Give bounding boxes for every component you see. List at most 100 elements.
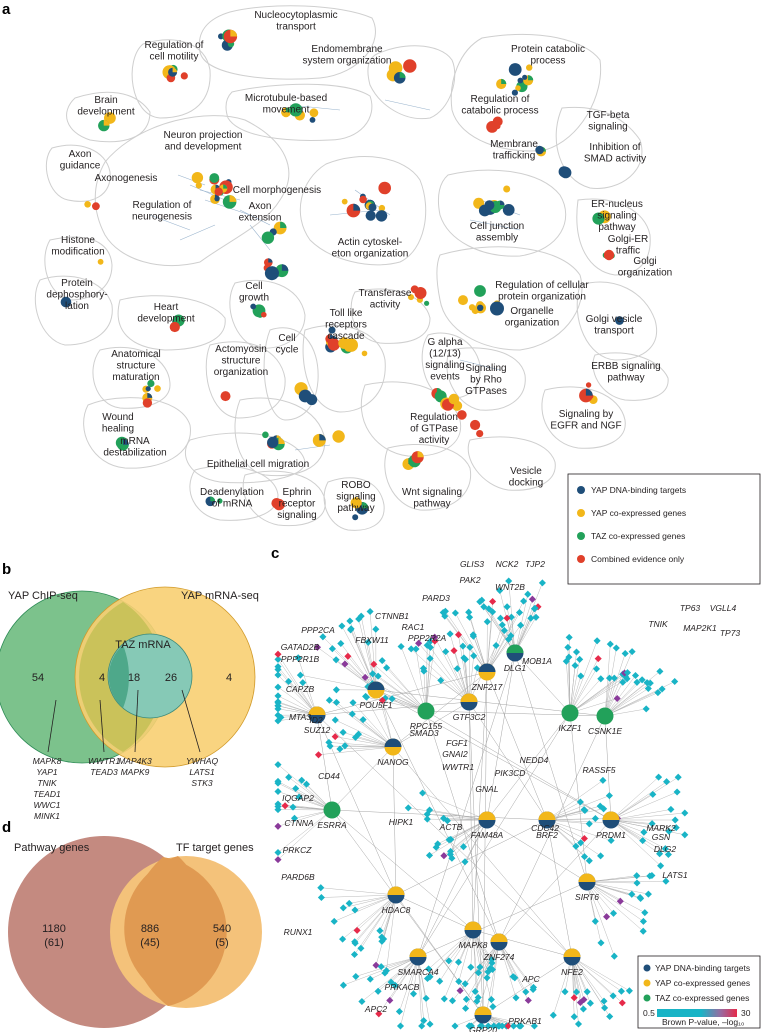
gene-label: FGF1 xyxy=(446,738,468,748)
network-edge xyxy=(369,611,377,691)
hub-label: PRDM1 xyxy=(596,830,626,840)
network-leaf xyxy=(597,939,605,947)
network-leaf xyxy=(454,631,463,639)
network-edge xyxy=(546,808,604,821)
network-leaf xyxy=(570,1013,578,1021)
gene-label: ACTB xyxy=(439,822,463,832)
network-leaf xyxy=(407,645,415,653)
network-leaf xyxy=(594,655,602,663)
network-edge xyxy=(546,819,573,958)
gene-label: MTA3 xyxy=(289,712,311,722)
network-leaf xyxy=(469,632,477,640)
network-leaf xyxy=(496,586,504,595)
network-node xyxy=(289,103,303,117)
network-edge xyxy=(422,792,488,821)
network-leaf xyxy=(344,652,352,660)
network-leaf xyxy=(396,1022,405,1030)
network-leaf xyxy=(576,655,584,663)
network-hub-slice xyxy=(460,693,478,702)
network-leaf xyxy=(274,698,282,706)
network-leaf xyxy=(648,820,656,828)
network-edge xyxy=(361,616,377,691)
network-leaf xyxy=(338,622,346,630)
legend-c-item: YAP DNA-binding targets xyxy=(655,963,750,973)
network-edge xyxy=(430,647,470,703)
network-leaf xyxy=(451,1022,459,1030)
network-leaf xyxy=(313,643,322,651)
network-leaf xyxy=(471,987,479,996)
venn-b-gene: MINK1 xyxy=(34,811,60,821)
hub-label: GRP20 xyxy=(469,1025,497,1032)
network-leaf xyxy=(349,699,357,707)
gene-label: GSN xyxy=(652,832,671,842)
network-leaf xyxy=(633,879,641,887)
network-leaf xyxy=(631,671,640,680)
network-leaf xyxy=(461,655,469,663)
network-edge xyxy=(277,654,318,716)
network-edge xyxy=(546,819,612,841)
network-edge xyxy=(377,956,419,992)
gene-label: MAP2K1 xyxy=(683,623,717,633)
network-hub-slice xyxy=(490,933,508,942)
gene-label: GNAI2 xyxy=(442,749,468,759)
gene-label: LATS1 xyxy=(662,870,688,880)
network-node xyxy=(309,108,319,118)
network-edge xyxy=(425,645,428,712)
network-edge xyxy=(386,894,397,971)
network-edge xyxy=(392,701,470,748)
venn-b-set: YAP ChIP-seq xyxy=(8,590,78,602)
network-edge xyxy=(466,941,500,1000)
gene-label: VGLL4 xyxy=(710,603,737,613)
network-leaf xyxy=(527,614,535,622)
network-edge xyxy=(486,819,588,883)
gene-label: CD44 xyxy=(318,771,340,781)
network-node xyxy=(508,63,522,76)
network-leaf xyxy=(610,674,618,682)
network-edge xyxy=(339,746,394,750)
network-leaf xyxy=(591,917,599,925)
network-leaf xyxy=(415,639,423,647)
network-edge xyxy=(415,648,427,712)
network-node xyxy=(180,72,188,80)
network-leaf xyxy=(597,675,605,683)
network-node-slice xyxy=(147,392,153,398)
network-leaf xyxy=(332,656,340,664)
network-leaf xyxy=(503,614,511,622)
network-edge xyxy=(372,673,427,712)
network-hub-slice xyxy=(478,811,496,820)
network-edge xyxy=(610,776,659,821)
gene-label: RAC1 xyxy=(402,622,425,632)
network-edge xyxy=(277,809,333,827)
network-leaf xyxy=(337,639,345,648)
network-node-slice xyxy=(319,433,326,441)
network-leaf xyxy=(395,1007,403,1016)
network-leaf xyxy=(483,974,491,982)
network-hub-slice xyxy=(602,811,620,820)
network-edge xyxy=(377,675,427,712)
cluster-label: Actin cytoskel-eton organization xyxy=(332,237,409,260)
network-edge xyxy=(417,956,422,1027)
network-edge xyxy=(408,807,488,821)
network-leaf xyxy=(585,820,593,828)
network-leaf xyxy=(375,1010,383,1018)
network-leaf xyxy=(436,977,444,985)
network-leaf xyxy=(503,603,511,611)
network-edge xyxy=(356,894,397,931)
venn-b-gene: WWC1 xyxy=(34,800,61,810)
venn-b-set: YAP mRNA-seq xyxy=(181,590,259,602)
hub-label: CSNK1E xyxy=(588,726,622,736)
network-leaf xyxy=(655,773,663,781)
network-leaf xyxy=(505,577,513,585)
gene-label: GNAL xyxy=(475,784,498,794)
network-leaf xyxy=(465,608,473,616)
network-leaf xyxy=(662,877,670,885)
network-node-slice xyxy=(329,334,335,339)
network-leaf xyxy=(339,728,347,736)
network-leaf xyxy=(369,670,377,678)
hub-label: NANOG xyxy=(377,757,409,767)
network-edge xyxy=(586,881,666,883)
network-edge xyxy=(358,618,377,691)
